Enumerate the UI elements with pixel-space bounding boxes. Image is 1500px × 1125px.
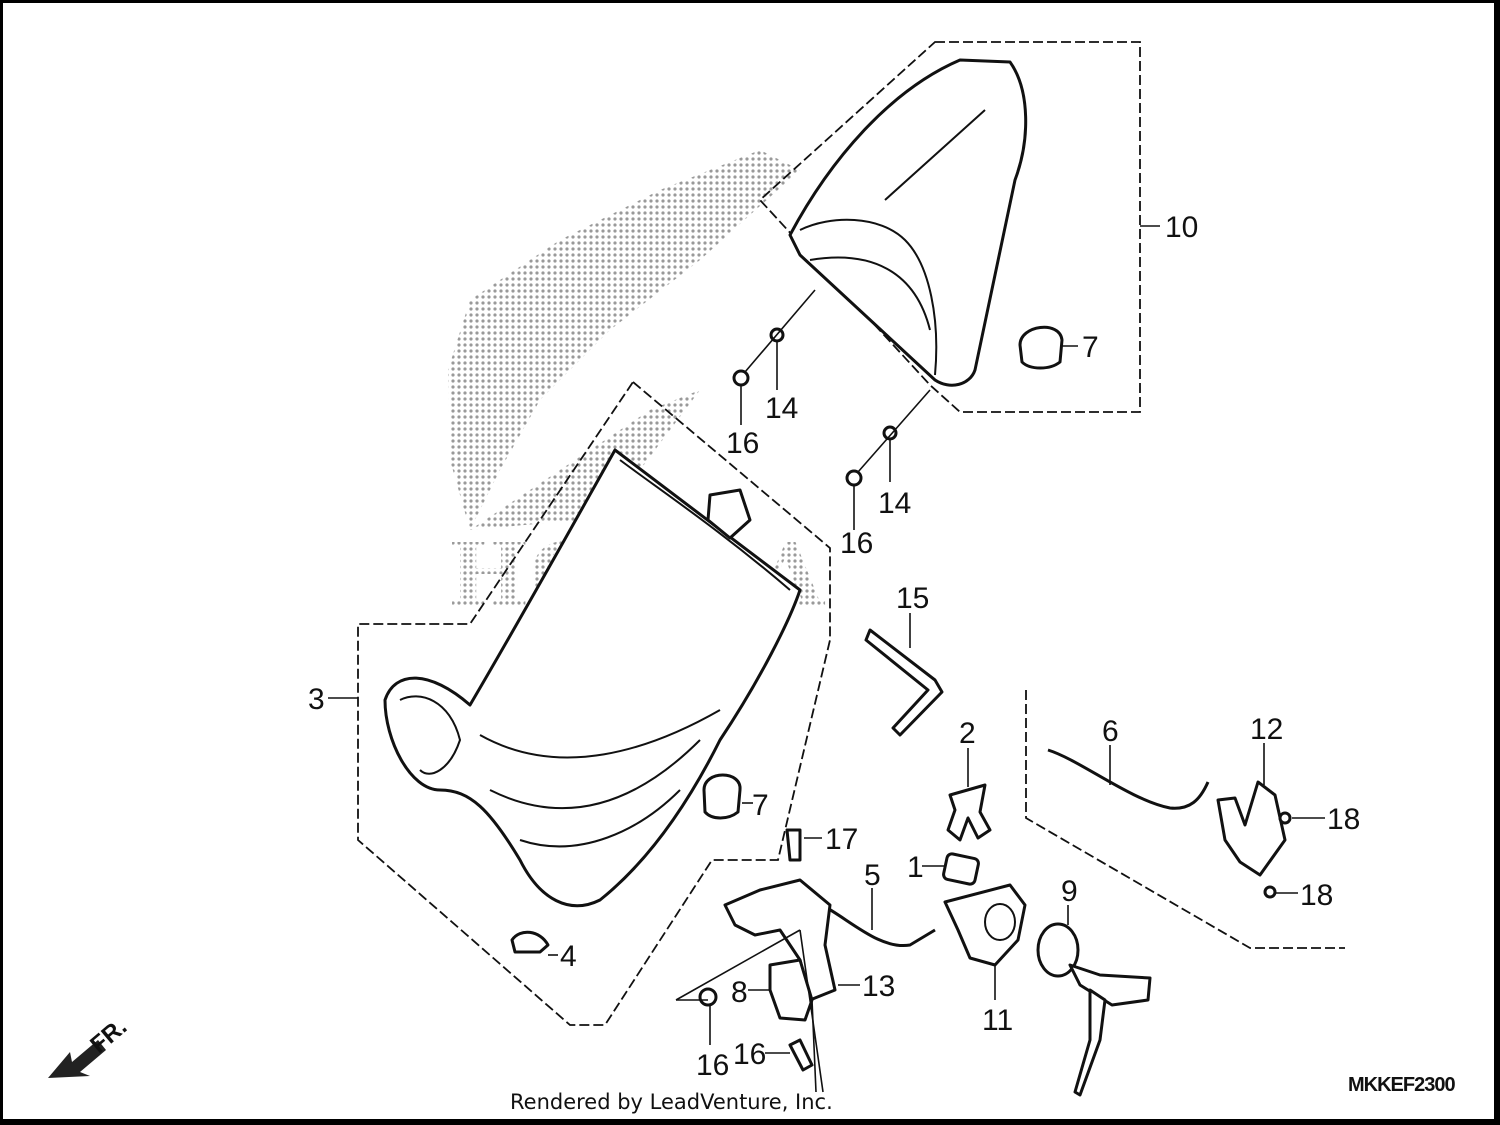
callout-4: 4: [560, 940, 577, 973]
seat-lock-cable: [1047, 748, 1210, 810]
leader-lines: [328, 225, 1325, 1054]
callout-16d: 16: [696, 1049, 729, 1082]
screw-18b: [1263, 885, 1277, 899]
release-cable: [821, 903, 936, 948]
callout-16a: 16: [726, 427, 759, 460]
rear-seat-cowl: [788, 58, 1028, 387]
seat-clip: [946, 783, 992, 842]
credit-text: Rendered by LeadVenture, Inc.: [510, 1090, 833, 1114]
callout-5: 5: [864, 859, 881, 892]
seat-lock-and-keys: [1036, 905, 1152, 1097]
callout-14a: 14: [765, 392, 798, 425]
callout-16c: 16: [733, 1038, 766, 1071]
screw-18a: [1278, 811, 1292, 825]
bolt-17: [785, 828, 802, 862]
main-seat: [383, 448, 802, 908]
diagram-code: MKKEF2300: [1348, 1074, 1456, 1096]
callout-1: 1: [907, 851, 924, 884]
callout-15: 15: [896, 582, 929, 615]
seat-grommet: [510, 930, 550, 954]
callout-9: 9: [1061, 875, 1078, 908]
callout-17: 17: [825, 823, 858, 856]
bumper-rubber-top: [1018, 325, 1064, 370]
hex-wrench: [864, 628, 944, 737]
bumper-rubber-main: [702, 773, 742, 820]
callout-18b: 18: [1300, 879, 1333, 912]
callout-13: 13: [862, 970, 895, 1003]
callout-12: 12: [1250, 713, 1283, 746]
callout-10: 10: [1165, 211, 1198, 244]
cap: [942, 852, 980, 886]
callout-8: 8: [731, 976, 748, 1009]
callout-18a: 18: [1327, 803, 1360, 836]
callout-11: 11: [982, 1004, 1013, 1037]
callout-2: 2: [959, 717, 976, 750]
group-outline-cable: [1025, 690, 1345, 949]
callout-16b: 16: [840, 527, 873, 560]
callout-3: 3: [308, 683, 325, 716]
seat-latch-assembly: [675, 878, 837, 1093]
callout-7b: 7: [752, 789, 769, 822]
group-outline-main-seat: [357, 380, 831, 1026]
front-direction-arrow: FR.: [48, 1013, 132, 1078]
group-outline-rear-cowl: [758, 41, 1141, 413]
callout-6: 6: [1102, 715, 1119, 748]
callout-14b: 14: [878, 487, 911, 520]
seat-hook: [1216, 780, 1287, 877]
callout-7a: 7: [1082, 331, 1099, 364]
fasteners-top: [732, 289, 931, 530]
